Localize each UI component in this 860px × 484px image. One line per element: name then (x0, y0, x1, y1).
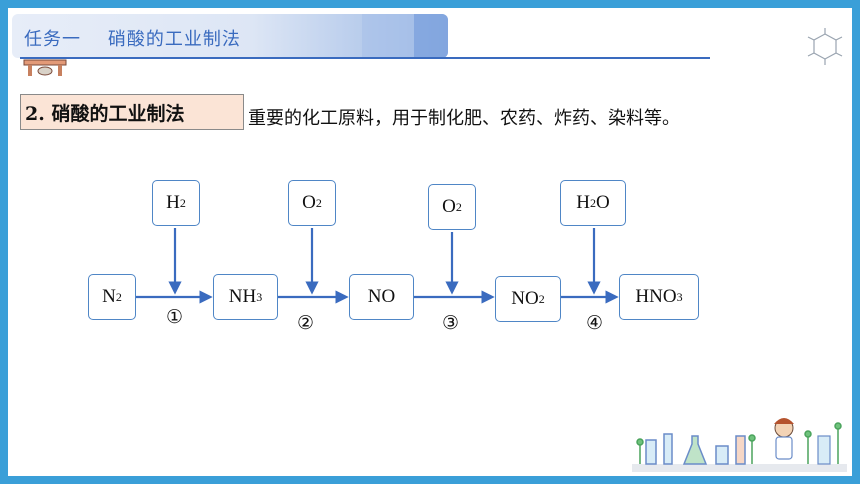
reagent-o2-2-base: O (442, 196, 456, 217)
lab-table-icon (23, 59, 67, 76)
title-tab: 任务一 硝酸的工业制法 (12, 14, 448, 58)
reagent-o2-1-sub: 2 (315, 195, 322, 210)
reagent-h2-sub: 2 (179, 195, 186, 210)
node-no2-base: NO (511, 288, 539, 309)
flow-arrows (136, 228, 619, 304)
section-heading: 2. 硝酸的工业制法 (25, 103, 185, 125)
step-label-1: ① (166, 306, 184, 328)
node-no-base: NO (367, 286, 396, 307)
reagent-o2-2-sub: 2 (455, 199, 462, 214)
tab-decoration-end (414, 14, 448, 58)
node-n2-base: N (102, 286, 116, 307)
section-heading-box: 2. 硝酸的工业制法 (20, 94, 244, 130)
node-hno3-base: HNO (635, 286, 677, 307)
page-title: 任务一 硝酸的工业制法 (24, 29, 241, 50)
node-n2-sub: 2 (115, 289, 122, 304)
tab-decoration (362, 14, 414, 58)
node-no: NO (349, 274, 414, 320)
node-no2-sub: 2 (538, 291, 545, 306)
reagent-h2o-base: H (576, 192, 590, 213)
slide: 任务一 硝酸的工业制法 2. 硝酸的工业制法 重要的化工原料，用于制化肥、农药 (8, 8, 852, 476)
molecule-icon (807, 28, 843, 65)
title-underline (20, 57, 710, 59)
reagent-h2-base: H (166, 192, 180, 213)
step-label-2: ② (297, 312, 315, 334)
reagent-o2-1-base: O (302, 192, 316, 213)
section-description: 重要的化工原料，用于制化肥、农药、炸药、染料等。 (248, 108, 680, 129)
reagent-h2o-sub: 2 (590, 195, 596, 210)
node-hno3-sub: 3 (676, 289, 683, 304)
node-nh3-base: NH (228, 286, 257, 307)
step-label-4: ④ (586, 312, 604, 334)
reagent-h2o-tail: O (596, 192, 610, 213)
lab-illustration (632, 418, 847, 472)
node-nh3-sub: 3 (256, 289, 263, 304)
step-label-3: ③ (442, 312, 460, 334)
